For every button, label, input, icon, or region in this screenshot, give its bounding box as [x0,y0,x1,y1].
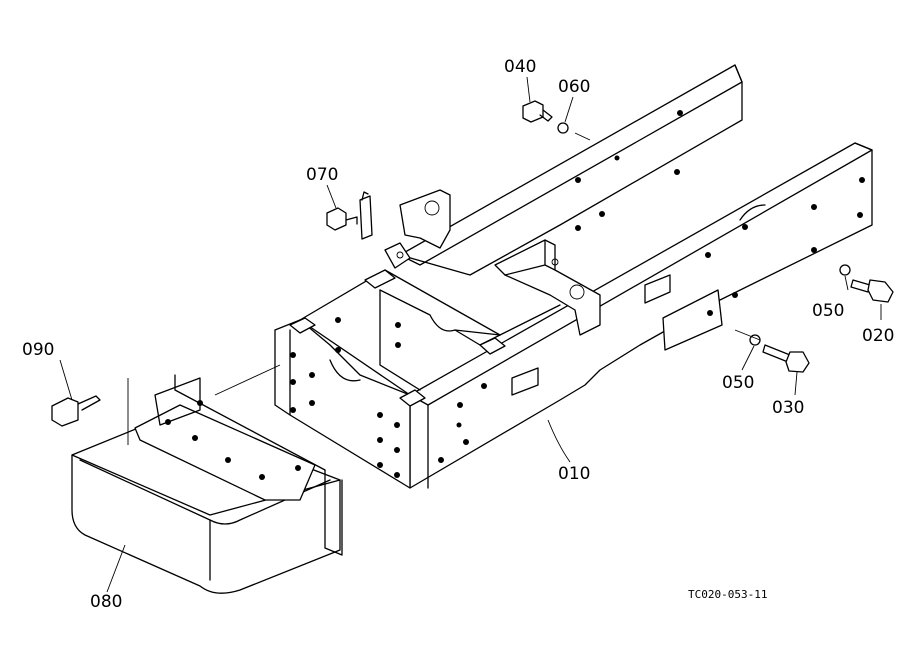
bolt-040 [522,100,553,123]
label-050-right: 050 [812,301,844,321]
label-090: 090 [22,340,54,360]
label-070: 070 [306,165,338,185]
drawing-code: TC020-053-11 [688,588,767,601]
label-050-left: 050 [722,373,754,393]
leader-lines [59,76,882,593]
label-010: 010 [558,464,590,484]
label-030: 030 [772,398,804,418]
part-labels: 090 040 060 070 050 020 050 030 010 080 … [22,57,894,612]
washer-050-right [839,264,851,276]
label-080: 080 [90,592,122,612]
washer-060 [557,122,569,134]
bolt-090 [51,395,101,427]
frame-assembly [274,64,873,489]
label-020: 020 [862,326,894,346]
label-060: 060 [558,77,590,97]
bolt-030 [762,344,810,373]
bolt-070 [326,191,373,240]
label-040: 040 [504,57,536,77]
weight-box [71,364,343,594]
bolt-020 [850,279,894,303]
